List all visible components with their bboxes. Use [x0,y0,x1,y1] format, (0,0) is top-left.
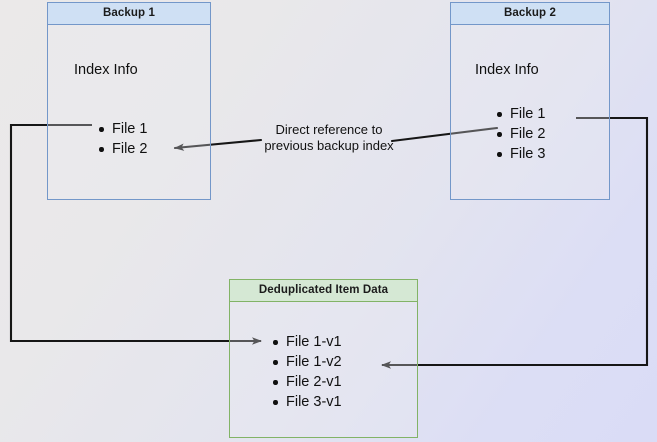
list-item: File 2 [99,139,147,159]
node-deduplicated-item-data-items: File 1-v1 File 1-v2 File 2-v1 File 3-v1 [273,332,342,412]
list-item: File 3 [497,144,545,164]
list-item: File 2 [497,124,545,144]
node-deduplicated-item-data[interactable]: Deduplicated Item Data File 1-v1 File 1-… [229,279,418,438]
list-item: File 1-v2 [273,352,342,372]
node-backup-1-header: Backup 1 [48,3,210,25]
edge-label-direct-reference: Direct reference to previous backup inde… [264,122,394,153]
node-backup-1-title: Index Info [74,62,138,78]
node-backup-1-items: File 1 File 2 [99,119,147,159]
list-item: File 1-v1 [273,332,342,352]
node-deduplicated-item-data-header: Deduplicated Item Data [230,280,417,302]
list-item: File 1 [497,104,545,124]
list-item: File 1 [99,119,147,139]
node-backup-1[interactable]: Backup 1 Index Info File 1 File 2 [47,2,211,200]
node-backup-2-title: Index Info [475,62,539,78]
node-backup-2[interactable]: Backup 2 Index Info File 1 File 2 File 3 [450,2,610,200]
node-backup-2-header: Backup 2 [451,3,609,25]
node-backup-2-items: File 1 File 2 File 3 [497,104,545,164]
list-item: File 3-v1 [273,392,342,412]
list-item: File 2-v1 [273,372,342,392]
